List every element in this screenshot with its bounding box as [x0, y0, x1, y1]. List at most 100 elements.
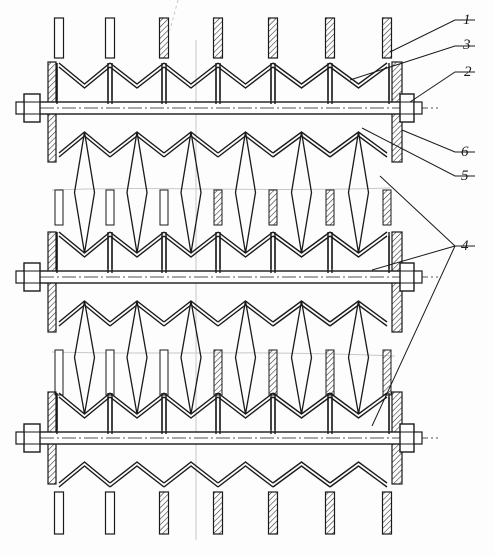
spiral-shadow-1-6-3	[327, 67, 390, 104]
bolt-nut-3-2	[399, 423, 415, 453]
spiral-shadow-1-5-1	[272, 66, 331, 89]
spiral-shadow-2-6-1	[329, 235, 388, 258]
spiral-1-6-1	[329, 62, 388, 85]
leader-3	[349, 45, 475, 81]
spiral-3-3-2	[163, 461, 219, 484]
spiral-shadow-2-4-1	[217, 235, 274, 258]
spiral-3-6-1	[329, 392, 388, 415]
spiral-shadow-1-2-2	[109, 135, 165, 158]
bar-mid-2-2	[105, 349, 115, 396]
callout-4: 4	[461, 238, 469, 254]
spiral-shadow-2-6-3	[327, 236, 390, 273]
spiral-shadow-3-1-2	[58, 465, 111, 488]
bar-mid-7-2	[382, 349, 392, 396]
spiral-2-2-1	[109, 231, 165, 254]
bolt-end-3-2	[413, 431, 423, 445]
spiral-3-1-2	[58, 461, 111, 484]
bar-mid-4-2	[213, 349, 223, 396]
spiral-shadow-3-5-2	[272, 465, 331, 488]
spiral-3-2-1	[109, 392, 165, 415]
spiral-shadow-1-4-1	[217, 66, 274, 89]
link-2-6	[347, 300, 370, 415]
spiral-shadow-2-3-3	[161, 236, 221, 273]
spiral-shadow-1-1-1	[58, 66, 111, 89]
spiral-shadow-1-1-3	[56, 67, 113, 104]
bolt-end-2-1	[15, 270, 25, 284]
spiral-shadow-3-4-3	[215, 397, 276, 434]
bar-mid-3-2	[159, 349, 169, 396]
spiral-shadow-2-1-2	[58, 304, 111, 327]
bolt-end-2-2	[413, 270, 423, 284]
spiral-shadow-1-4-2	[217, 135, 274, 158]
spiral-shadow-2-1-1	[58, 235, 111, 258]
link-1-1	[73, 131, 96, 254]
spiral-shadow-2-6-2	[329, 304, 388, 327]
bar-bottom-6	[324, 491, 336, 535]
spiral-shadow-2-5-1	[272, 235, 331, 258]
bolt-nut-1-1	[23, 93, 41, 123]
bar-bottom-1	[53, 491, 65, 535]
bar-mid-4-1	[213, 189, 223, 226]
spiral-shadow-3-3-1	[163, 396, 219, 419]
spiral-2-6-1	[329, 231, 388, 254]
spiral-shadow-1-6-2	[329, 135, 388, 158]
leader-2	[409, 71, 475, 103]
spiral-3-5-1	[272, 392, 331, 415]
leader-4	[371, 175, 475, 427]
spiral-shadow-1-2-3	[107, 67, 167, 104]
link-2-5	[290, 300, 313, 415]
spiral-shadow-2-5-3	[270, 236, 333, 273]
bolt-end-3-1	[15, 431, 25, 445]
bolts-group	[15, 93, 423, 453]
bolt-nut-1-2	[399, 93, 415, 123]
bar-mid-1-2	[54, 349, 64, 396]
spiral-1-5-1	[272, 62, 331, 85]
bar-bottom-7	[381, 491, 393, 535]
bolt-end-1-1	[15, 101, 25, 115]
spiral-shadow-3-4-1	[217, 396, 274, 419]
spiral-shadow-1-2-1	[109, 66, 165, 89]
spiral-shadow-1-3-3	[161, 67, 221, 104]
spiral-3-2-2	[109, 461, 165, 484]
spiral-shadow-3-6-1	[329, 396, 388, 419]
spiral-2-1-1	[58, 231, 111, 254]
bar-mid-7-1	[382, 189, 392, 226]
bar-top-1	[53, 17, 65, 59]
callout-2: 2	[464, 64, 472, 80]
spiral-2-3-1	[163, 231, 219, 254]
spiral-shadow-2-4-3	[215, 236, 276, 273]
spiral-shadow-1-4-3	[215, 67, 276, 104]
spiral-shadow-3-1-3	[56, 397, 113, 434]
bar-mid-1-1	[54, 189, 64, 226]
spiral-shadow-3-2-3	[107, 397, 167, 434]
spiral-3-5-2	[272, 461, 331, 484]
link-1-6	[347, 131, 370, 254]
spiral-3-3-1	[163, 392, 219, 415]
bolt-nut-2-1	[23, 262, 41, 292]
spiral-2-4-1	[217, 231, 274, 254]
spiral-shadow-2-3-1	[163, 235, 219, 258]
bar-bottom-5	[267, 491, 279, 535]
spiral-3-6-2	[329, 461, 388, 484]
bar-bottom-2	[104, 491, 116, 535]
callout-6: 6	[461, 144, 469, 160]
callout-3: 3	[462, 37, 471, 53]
spiral-shadow-1-3-2	[163, 135, 219, 158]
bolt-nut-3-1	[23, 423, 41, 453]
bar-mid-6-2	[325, 349, 335, 396]
spiral-shadow-1-3-1	[163, 66, 219, 89]
spiral-shadow-3-1-1	[58, 396, 111, 419]
bar-mid-5-1	[268, 189, 278, 226]
link-1-5	[290, 131, 313, 254]
callout-5: 5	[461, 168, 469, 184]
spiral-1-2-1	[109, 62, 165, 85]
link-1-3	[180, 131, 202, 254]
spiral-shadow-1-1-2	[58, 135, 111, 158]
leader-1	[389, 19, 475, 53]
spiral-2-5-1	[272, 231, 331, 254]
spiral-1-3-1	[163, 62, 219, 85]
spiral-shadow-1-5-3	[270, 67, 333, 104]
wire-spirals-group	[56, 62, 390, 488]
spiral-shadow-2-2-1	[109, 235, 165, 258]
